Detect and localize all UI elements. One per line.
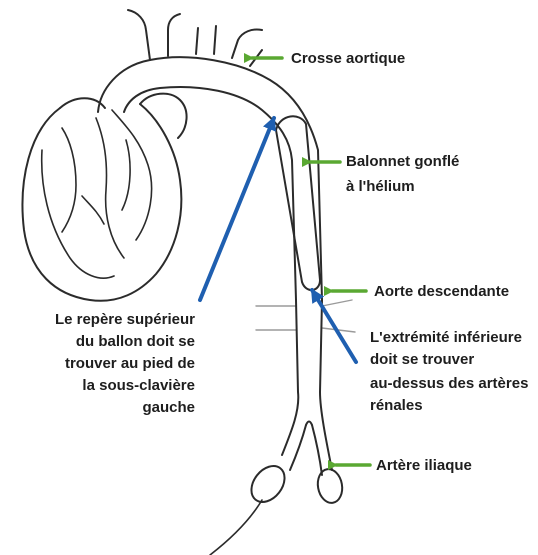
positioning-arrows <box>200 118 356 362</box>
upper-marker-line1: Le repère supérieur <box>55 311 195 328</box>
upper-marker-line3: trouver au pied de <box>65 355 195 372</box>
lower-end-line2: doit se trouver <box>370 351 474 368</box>
aortic-arch-label: Crosse aortique <box>291 50 405 67</box>
iliac-artery-label: Artère iliaque <box>376 457 472 474</box>
lower-end-line1: L'extrémité inférieure <box>370 329 522 346</box>
lower-end-line3: au-dessus des artères <box>370 375 528 392</box>
heart-illustration <box>23 94 187 301</box>
balloon-label-line2: à l'hélium <box>346 178 415 195</box>
aorta-illustration <box>98 10 355 555</box>
annotation-arrows <box>252 58 370 465</box>
labels: Crosse aortique Balonnet gonflé à l'héli… <box>55 50 528 474</box>
upper-marker-line4: la sous-clavière <box>82 377 195 394</box>
balloon-illustration <box>276 116 320 290</box>
upper-marker-line5: gauche <box>142 399 195 416</box>
descending-aorta-label: Aorte descendante <box>374 283 509 300</box>
lower-end-line4: rénales <box>370 397 423 414</box>
upper-marker-arrow <box>200 118 274 300</box>
balloon-label-line1: Balonnet gonflé <box>346 153 459 170</box>
upper-marker-line2: du ballon doit se <box>76 333 195 350</box>
